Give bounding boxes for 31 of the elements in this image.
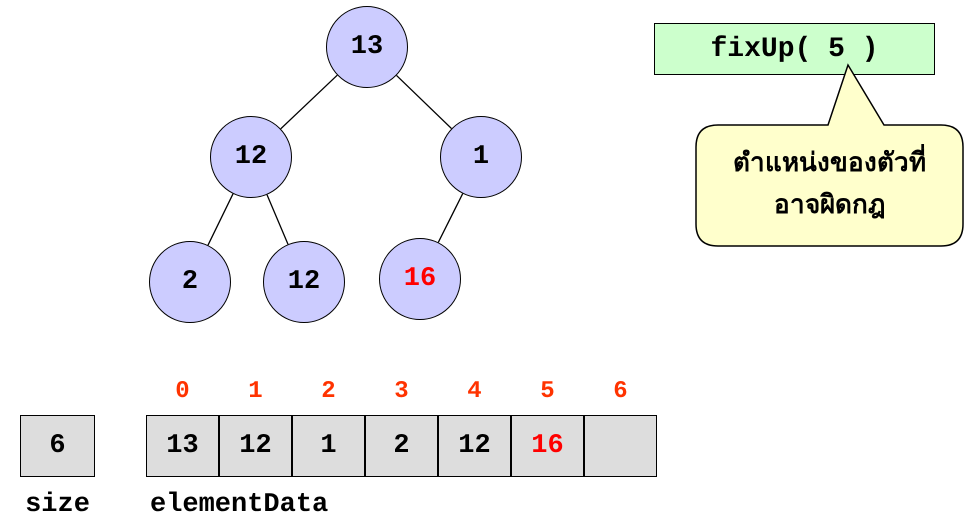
heap-node-circle: 16: [379, 238, 461, 320]
index-number: 3: [393, 378, 410, 405]
heap-node-circle: 12: [210, 116, 292, 198]
tree-edge: [396, 75, 452, 129]
index-number: 0: [174, 378, 191, 405]
array-cell: 1: [292, 415, 365, 477]
heap-node-circle: 12: [263, 241, 345, 323]
variable-label: size: [24, 490, 91, 520]
index-number: 2: [320, 378, 337, 405]
tree-edge: [280, 74, 338, 130]
tree-edge: [207, 194, 234, 246]
array-cell: 12: [438, 415, 511, 477]
heap-node-circle: 2: [149, 241, 231, 323]
callout-text: ตำแหน่งของตัวที่อาจผิดกฎ: [724, 142, 935, 226]
callout-bubble: [694, 62, 965, 248]
variable-label: elementData: [150, 490, 328, 520]
function-call-box: fixUp( 5 ): [654, 23, 935, 75]
tree-edge: [266, 194, 289, 244]
heap-node-circle: 1: [440, 116, 522, 198]
tree-edge: [438, 193, 464, 243]
array-cell: 2: [365, 415, 438, 477]
index-number: 5: [539, 378, 556, 405]
array-cell: [584, 415, 657, 477]
index-number: 4: [466, 378, 483, 405]
array-cell: 16: [511, 415, 584, 477]
size-cell: 6: [20, 415, 95, 477]
array-cell: 13: [146, 415, 219, 477]
index-number: 1: [247, 378, 264, 405]
index-number: 6: [612, 378, 629, 405]
heap-node-circle: 13: [326, 6, 408, 88]
array-cell: 12: [219, 415, 292, 477]
